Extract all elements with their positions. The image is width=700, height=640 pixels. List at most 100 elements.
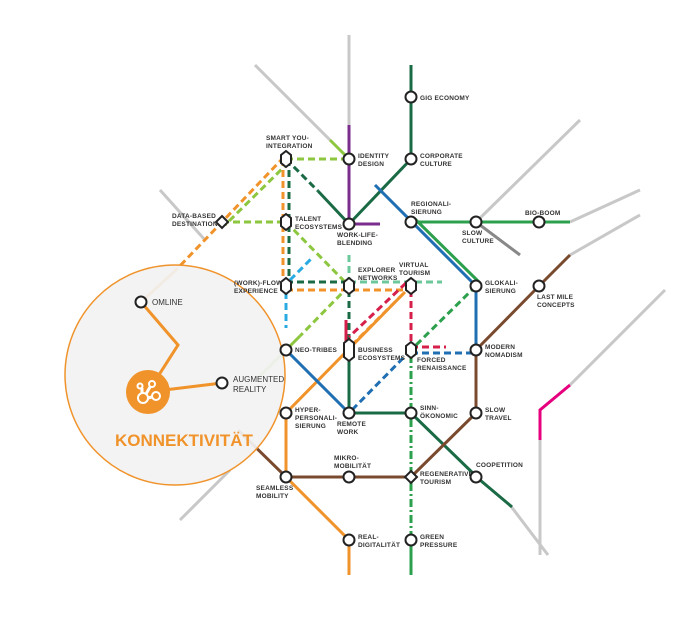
station-label-line: REGIONALI- <box>411 201 451 208</box>
station-green-pressure[interactable] <box>404 533 418 547</box>
station-label-line: TRAVEL <box>485 415 512 422</box>
station-virtual[interactable] <box>405 276 417 296</box>
station-label: HYPER-PERSONALI-SIERUNG <box>295 407 337 430</box>
station-smart-you[interactable] <box>280 149 292 169</box>
station-label-line: BUSINESS <box>358 347 393 354</box>
station-label-line: (WORK)-FLOW <box>234 280 283 287</box>
station-label-line: LAST MILE <box>537 294 574 301</box>
station-augmented-reality[interactable] <box>215 376 229 390</box>
station-slow-culture[interactable] <box>469 215 483 229</box>
line-red <box>347 281 408 339</box>
station-mikro[interactable] <box>342 470 356 484</box>
station-label-line: NOMADISM <box>485 352 523 359</box>
station-label: GLOKALI-SIERUNG <box>485 280 518 295</box>
line-lightgreen <box>298 284 351 338</box>
station-label-line: VIRTUAL <box>399 262 429 269</box>
station-hyper[interactable] <box>279 406 293 420</box>
station-label-line: GREEN <box>420 534 444 541</box>
station-label-line: MIKRO- <box>334 455 359 462</box>
station-neo-tribes[interactable] <box>279 343 293 357</box>
station-label-line: DESIGN <box>358 161 384 168</box>
station-label-line: BLENDING <box>337 240 373 247</box>
line-gray <box>569 213 641 257</box>
station-label: SMART YOU-INTEGRATION <box>266 135 313 150</box>
station-real[interactable] <box>342 533 356 547</box>
station-label-line: RENAISSANCE <box>417 365 467 372</box>
station-bio-boom[interactable] <box>532 215 546 229</box>
station-regional[interactable] <box>404 215 418 229</box>
station-label: NEO-TRIBES <box>295 347 338 354</box>
station-label-line: NEO-TRIBES <box>295 347 338 354</box>
station-label-line: SLOW <box>485 407 506 414</box>
station-talent[interactable] <box>280 212 292 232</box>
line-gray <box>508 504 550 556</box>
station-label-line: CULTURE <box>462 238 494 245</box>
station-coopetition[interactable] <box>469 470 483 484</box>
station-label-line: REGENERATIVE <box>420 471 474 478</box>
station-last-mile[interactable] <box>532 279 546 293</box>
station-forced[interactable] <box>405 340 417 360</box>
station-glokal[interactable] <box>469 279 483 293</box>
line-blue <box>347 348 413 415</box>
line-orange <box>350 284 413 347</box>
station-label-line: MOBILITÄT <box>334 462 371 470</box>
station-business[interactable] <box>343 337 355 363</box>
line-gray <box>568 288 667 387</box>
station-label: COOPETITION <box>476 462 523 469</box>
station-work-flow[interactable] <box>280 276 292 296</box>
station-label: MIKRO-MOBILITÄT <box>334 455 371 470</box>
line-gray <box>475 220 521 257</box>
station-slow-travel[interactable] <box>469 406 483 420</box>
network-nodes-icon <box>126 370 170 414</box>
station-label-line: TOURISM <box>420 479 451 486</box>
station-label-line: GLOKALI- <box>485 280 518 287</box>
station-label-line: BIO-BOOM <box>525 210 561 217</box>
line-magenta <box>538 383 571 440</box>
line-lightgreen <box>284 220 351 288</box>
station-label-line: SIERUNG <box>411 209 442 216</box>
station-remote[interactable] <box>342 406 356 420</box>
station-label: OMLINE <box>152 298 183 307</box>
station-label-line: COOPETITION <box>476 462 523 469</box>
station-data-based[interactable] <box>214 214 230 230</box>
station-label-line: REAL- <box>358 534 379 541</box>
station-label: WORK-LIFE-BLENDING <box>337 232 378 247</box>
station-label-line: CULTURE <box>420 161 452 168</box>
station-identity-design[interactable] <box>342 152 356 166</box>
station-sinn[interactable] <box>404 406 418 420</box>
station-label-line: SIERUNG <box>485 288 516 295</box>
station-label-line: CONCEPTS <box>537 302 575 309</box>
station-label-line: SINN- <box>420 405 439 412</box>
line-gray <box>474 118 582 224</box>
station-work-life[interactable] <box>342 217 356 231</box>
line-gray <box>569 188 641 224</box>
station-label-line: REMOTE <box>337 421 366 428</box>
station-seamless[interactable] <box>279 470 293 484</box>
station-nomadism[interactable] <box>469 343 483 357</box>
station-omline[interactable] <box>134 295 148 309</box>
highlight-circle <box>64 264 286 486</box>
station-label-line: TOURISM <box>399 270 430 277</box>
station-corporate-culture[interactable] <box>404 152 418 166</box>
station-label: GIG ECONOMY <box>420 95 470 102</box>
station-explorer[interactable] <box>343 276 355 296</box>
station-gig-economy[interactable] <box>404 90 418 104</box>
station-label-line: EXPLORER <box>358 267 395 274</box>
station-label: REAL-DIGITALITÄT <box>358 534 400 549</box>
station-label-line: MOBILITY <box>256 493 289 500</box>
station-regenerative[interactable] <box>403 469 419 485</box>
